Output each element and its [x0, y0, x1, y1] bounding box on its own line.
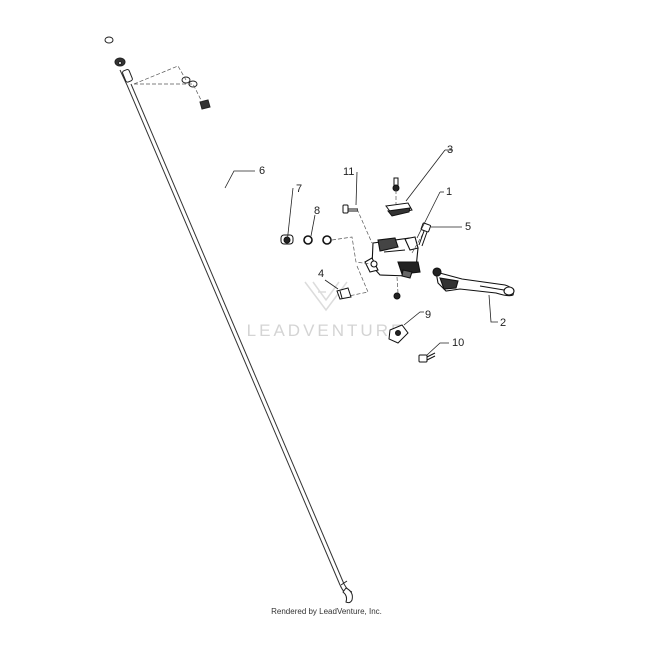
o-rings-part-8[interactable]: [303, 235, 332, 245]
leader-lines-top: [133, 65, 203, 103]
watermark-text: LEADVENTURE: [247, 321, 406, 340]
bracket-part-9[interactable]: [388, 324, 409, 344]
callout-5: 5: [465, 221, 471, 233]
master-cylinder-body[interactable]: [364, 236, 421, 279]
hose-upper-fitting[interactable]: [104, 36, 133, 83]
screw-part-10[interactable]: [418, 352, 436, 363]
callout-8: 8: [314, 205, 320, 217]
brake-hose[interactable]: [119, 69, 353, 597]
bolt-part-11[interactable]: [342, 204, 358, 214]
callout-9: 9: [425, 309, 431, 321]
bolt-part-5[interactable]: [418, 222, 432, 247]
nut-under-body[interactable]: [393, 292, 401, 300]
reservoir-cap[interactable]: [385, 177, 413, 217]
callout-1: 1: [446, 186, 452, 198]
callout-10: 10: [452, 337, 464, 349]
callout-3: 3: [447, 144, 453, 156]
hose-lower-fitting[interactable]: [340, 580, 353, 604]
callout-labels: 3 1 5 6 7 8 4 11 9 10 2: [259, 144, 506, 349]
callout-7: 7: [296, 183, 302, 195]
callout-6: 6: [259, 165, 265, 177]
render-credit: Rendered by LeadVenture, Inc.: [271, 607, 382, 616]
brake-lever[interactable]: [432, 267, 515, 297]
callout-2: 2: [500, 317, 506, 329]
callout-4: 4: [318, 268, 324, 280]
banjo-washers-top[interactable]: [181, 76, 211, 110]
callout-leaders: [224, 149, 498, 356]
watermark: LEADVENTURE: [247, 281, 406, 340]
pin-part-4[interactable]: [336, 287, 352, 300]
callout-11: 11: [343, 166, 354, 178]
